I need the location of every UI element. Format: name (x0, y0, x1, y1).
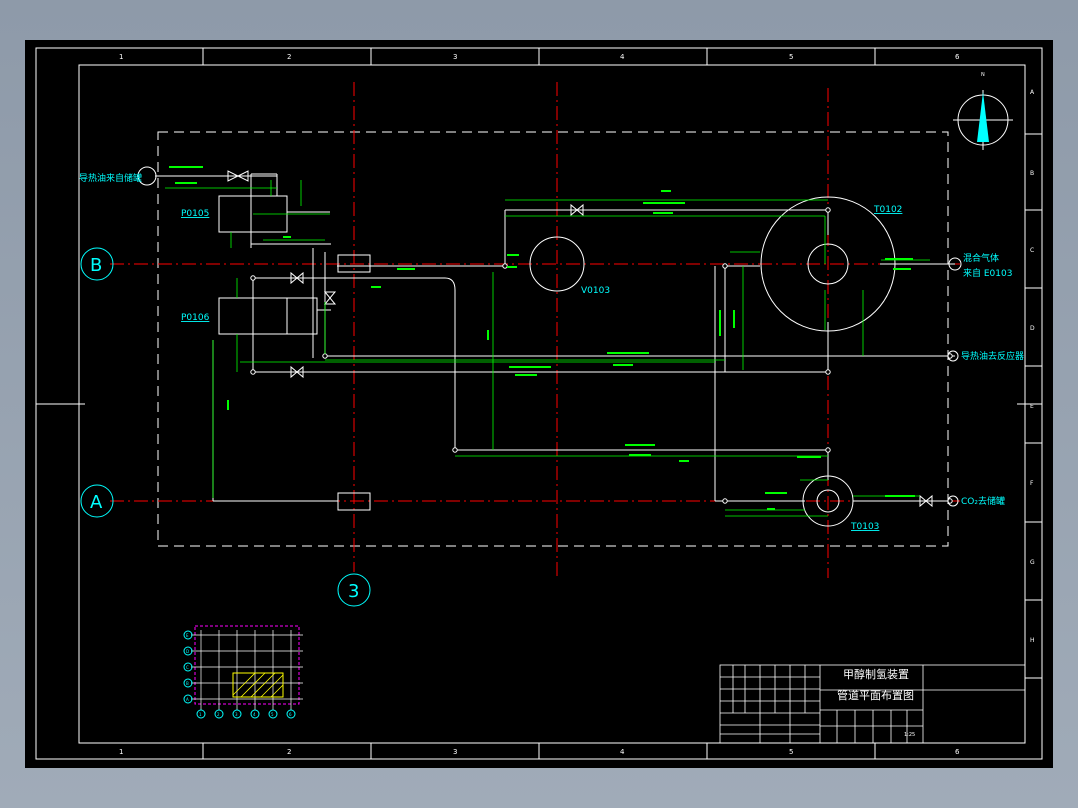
row-label: B (1030, 170, 1034, 177)
label-v0103: V0103 (581, 286, 610, 296)
keyplan-col: 2 (217, 712, 220, 717)
north-arrow: N (953, 72, 1013, 150)
nozzle-reactor (947, 350, 959, 362)
label-co2-out: CO₂去储罐 (961, 495, 1005, 507)
row-label: H (1030, 637, 1035, 644)
vessel-t0102[interactable] (760, 196, 896, 332)
row-label: E (1030, 403, 1034, 410)
title-line-2: 管道平面布置图 (837, 688, 914, 702)
dimension-lines (165, 180, 930, 517)
keyplan-row: D (186, 649, 189, 654)
col-label: 1 (119, 748, 123, 756)
keyplan-row: E (186, 633, 189, 638)
keyplan-col: 6 (289, 712, 292, 717)
col-label: 5 (789, 53, 793, 61)
axis-label-b: B (90, 255, 102, 276)
keyplan-row: A (186, 697, 189, 702)
pump-p0105[interactable] (218, 173, 331, 248)
col-label: 1 (119, 53, 123, 61)
nozzle-gas (948, 257, 962, 271)
svg-text:N: N (981, 72, 985, 78)
keyplan-col: 5 (271, 712, 274, 717)
keyplan-col: 4 (253, 712, 256, 717)
col-label: 2 (287, 748, 291, 756)
dimension-text-marks (169, 166, 915, 510)
axis-bubble-a (80, 484, 114, 518)
keyplan-row: B (186, 681, 189, 686)
axis-label-3: 3 (348, 581, 359, 602)
axis-label-a: A (90, 492, 103, 513)
row-label: C (1030, 247, 1034, 254)
cad-drawing-canvas[interactable]: 1 2 3 4 5 6 1 2 3 4 5 6 A B C D E F G (25, 40, 1053, 768)
col-label: 2 (287, 53, 291, 61)
col-label: 4 (620, 53, 625, 61)
row-label: F (1030, 480, 1034, 487)
label-p0105: P0105 (181, 209, 209, 219)
gate-valve[interactable] (323, 291, 337, 305)
column-marker (337, 254, 371, 273)
col-label: 3 (453, 53, 457, 61)
title-line-1: 甲醇制氢装置 (843, 667, 909, 681)
column-dividers (36, 48, 1042, 759)
title-scale: 1:25 (904, 732, 915, 738)
gate-valve[interactable] (919, 494, 933, 508)
label-p0106: P0106 (181, 313, 210, 323)
inner-frame (78, 64, 1026, 744)
col-label: 6 (955, 53, 960, 61)
gate-valve[interactable] (290, 271, 304, 285)
label-t0103: T0103 (850, 522, 879, 532)
row-label: A (1030, 89, 1035, 96)
vessel-v0103[interactable] (529, 236, 585, 292)
keyplan-row: C (186, 665, 189, 670)
gate-valve[interactable] (290, 365, 304, 379)
label-feed-in: 导热油来自储罐 (79, 172, 142, 184)
col-label: 4 (620, 748, 625, 756)
gate-valve[interactable] (570, 203, 584, 217)
pipe-nodes (250, 207, 953, 504)
t0102-inner (807, 243, 849, 285)
t0103-inner (816, 489, 840, 513)
axis-lines (110, 82, 960, 578)
pump-p0106[interactable] (218, 278, 331, 372)
label-oil-to-reactor: 导热油去反应器 (961, 350, 1024, 362)
label-mixed-gas-1: 混合气体 (963, 252, 999, 264)
row-label: G (1030, 559, 1035, 566)
axis-bubble-3 (337, 573, 371, 607)
key-plan: E D C B A 1 2 3 4 5 6 (183, 625, 303, 719)
keyplan-col: 1 (199, 712, 202, 717)
col-label: 5 (789, 748, 793, 756)
gate-valve[interactable] (227, 170, 249, 182)
col-label: 6 (955, 748, 960, 756)
col-label: 3 (453, 748, 457, 756)
title-block (719, 664, 1026, 744)
keyplan-col: 3 (235, 712, 238, 717)
pipe-network (155, 175, 955, 502)
row-label: D (1030, 325, 1035, 332)
building-outline (157, 131, 949, 547)
drawing-svg: 1 2 3 4 5 6 1 2 3 4 5 6 A B C D E F G (35, 47, 1043, 760)
nozzle-co2 (947, 495, 959, 507)
vessel-t0103[interactable] (802, 475, 854, 527)
label-t0102: T0102 (873, 205, 902, 215)
axis-bubble-b (80, 247, 114, 281)
label-mixed-gas-2: 来自 E0103 (963, 267, 1012, 279)
nozzle-feed (137, 166, 157, 186)
